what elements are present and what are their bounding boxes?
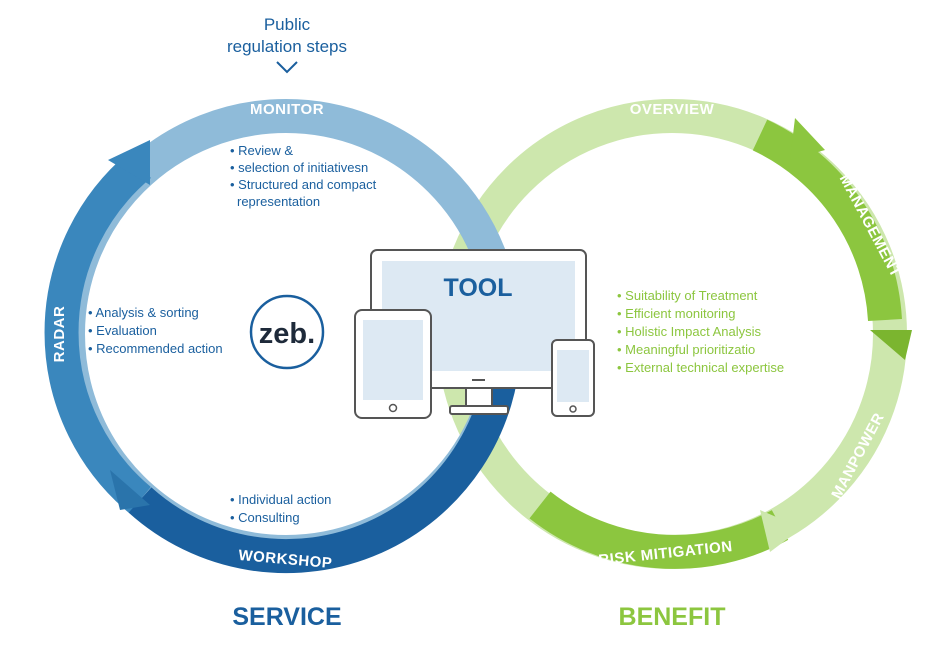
radar-segment [44,151,151,514]
benefit-bullet-1: • Suitability of Treatment [617,288,758,303]
service-title: SERVICE [232,603,341,631]
radar-arrowhead [108,140,150,185]
workshop-bullet-1: • Individual action [230,492,331,507]
tablet-screen [363,320,423,400]
radar-bullet-1: • Analysis & sorting [88,305,199,320]
workshop-arrowhead [110,470,150,510]
radar-label: RADAR [51,306,68,363]
risk-mitigation-segment [529,491,789,569]
benefit-bullets: • Suitability of Treatment • Efficient m… [617,288,784,375]
benefit-title: BENEFIT [619,603,726,631]
top-note-line2: regulation steps [227,37,347,56]
management-segment [752,119,902,322]
top-note-line1: Public [264,15,311,34]
manpower-arrowhead [760,510,802,552]
monitor-bullets: • Review & • selection of initiativesn •… [230,143,377,209]
monitor-bullet-3-cont: representation [237,194,320,209]
monitor-neck [465,387,493,407]
zeb-logo-text: zeb. [259,318,315,350]
chevron-down-icon [276,61,298,74]
overview-label: OVERVIEW [630,101,715,118]
workshop-bullets: • Individual action • Consulting [230,492,331,525]
tool-devices: TOOL [354,249,595,419]
tablet-home-button [388,403,398,413]
monitor-base [449,405,509,415]
benefit-bullet-4: • Meaningful prioritizatio [617,342,755,357]
phone-screen [557,350,589,402]
tool-label: TOOL [444,274,513,302]
benefit-bullet-2: • Efficient monitoring [617,306,736,321]
zeb-logo-ring [249,294,325,370]
tablet-icon [354,309,432,419]
monitor-label: MONITOR [250,101,324,118]
radar-bullet-2: • Evaluation [88,323,157,338]
management-arrow-tip [870,330,912,360]
radar-bullet-3: • Recommended action [88,341,223,356]
benefit-bullet-5: • External technical expertise [617,360,784,375]
monitor-bullet-1: • Review & [230,143,293,158]
radar-bullets: • Analysis & sorting • Evaluation • Reco… [88,305,223,356]
monitor-bullet-3: • Structured and compact [230,177,377,192]
zeb-logo: zeb. [249,294,325,370]
monitor-bullet-2: • selection of initiativesn [230,160,368,175]
benefit-bullet-3: • Holistic Impact Analysis [617,324,761,339]
management-arrowhead [790,118,825,160]
phone-home-button [569,405,577,413]
phone-icon [551,339,595,417]
workshop-bullet-2: • Consulting [230,510,300,525]
